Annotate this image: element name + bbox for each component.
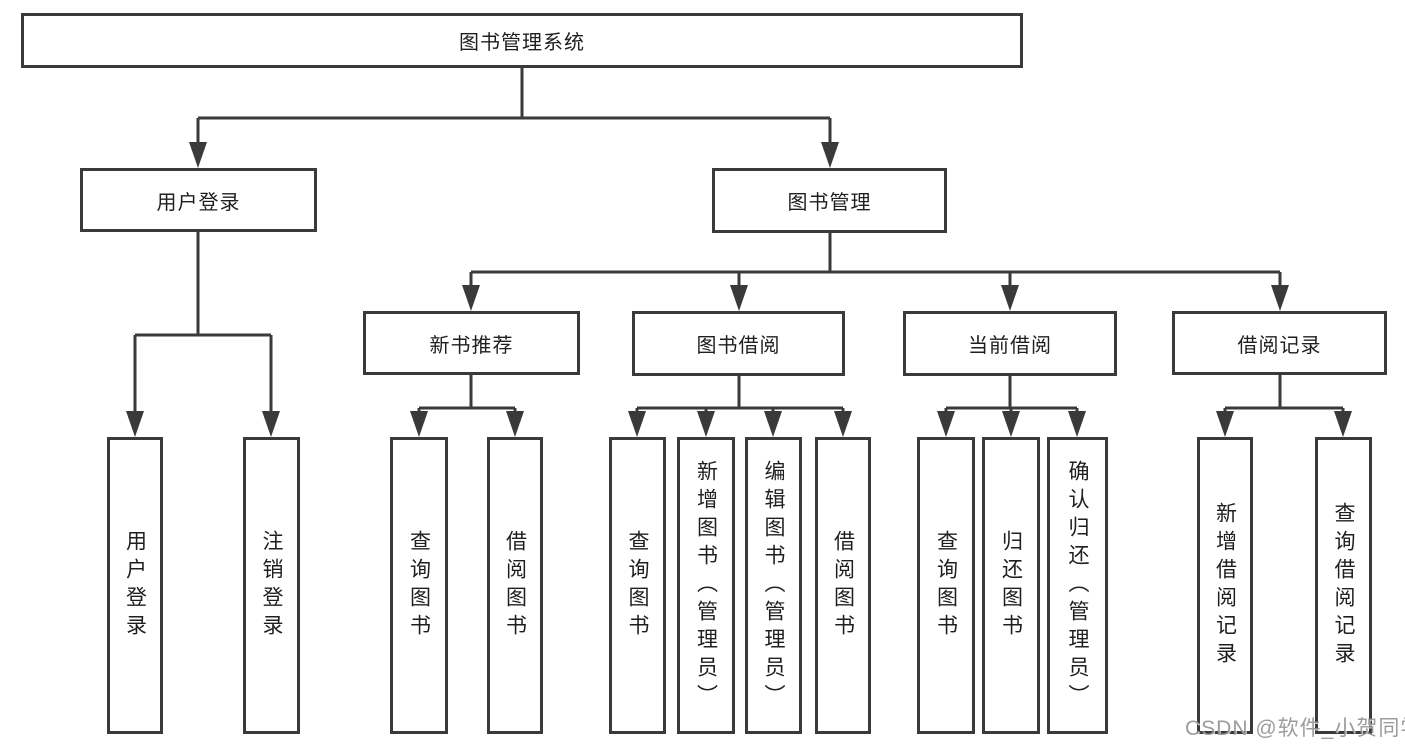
node-library-system: 图书管理系统	[21, 13, 1023, 68]
leaf-edit-books-admin: 编辑图书（管理员）	[745, 437, 802, 734]
node-current-borrow: 当前借阅	[903, 311, 1117, 376]
leaf-query-books-borrow: 查询图书	[609, 437, 666, 734]
leaf-add-borrow-record: 新增借阅记录	[1197, 437, 1253, 734]
leaf-add-books-admin: 新增图书（管理员）	[677, 437, 735, 734]
leaf-query-books-recommend: 查询图书	[390, 437, 448, 734]
node-borrow-records: 借阅记录	[1172, 311, 1387, 375]
leaf-query-books-current: 查询图书	[917, 437, 975, 734]
node-book-management: 图书管理	[712, 168, 947, 233]
node-book-borrow: 图书借阅	[632, 311, 845, 376]
leaf-query-borrow-record: 查询借阅记录	[1315, 437, 1372, 734]
leaf-borrow-books: 借阅图书	[815, 437, 871, 734]
leaf-confirm-return-admin: 确认归还（管理员）	[1047, 437, 1108, 734]
node-new-book-recommend: 新书推荐	[363, 311, 580, 375]
node-user-login: 用户登录	[80, 168, 317, 232]
leaf-logout: 注销登录	[243, 437, 300, 734]
csdn-watermark: CSDN @软件_小贺同学	[1185, 717, 1405, 740]
leaf-user-login: 用户登录	[107, 437, 163, 734]
leaf-return-books: 归还图书	[982, 437, 1040, 734]
leaf-borrow-books-recommend: 借阅图书	[487, 437, 543, 734]
